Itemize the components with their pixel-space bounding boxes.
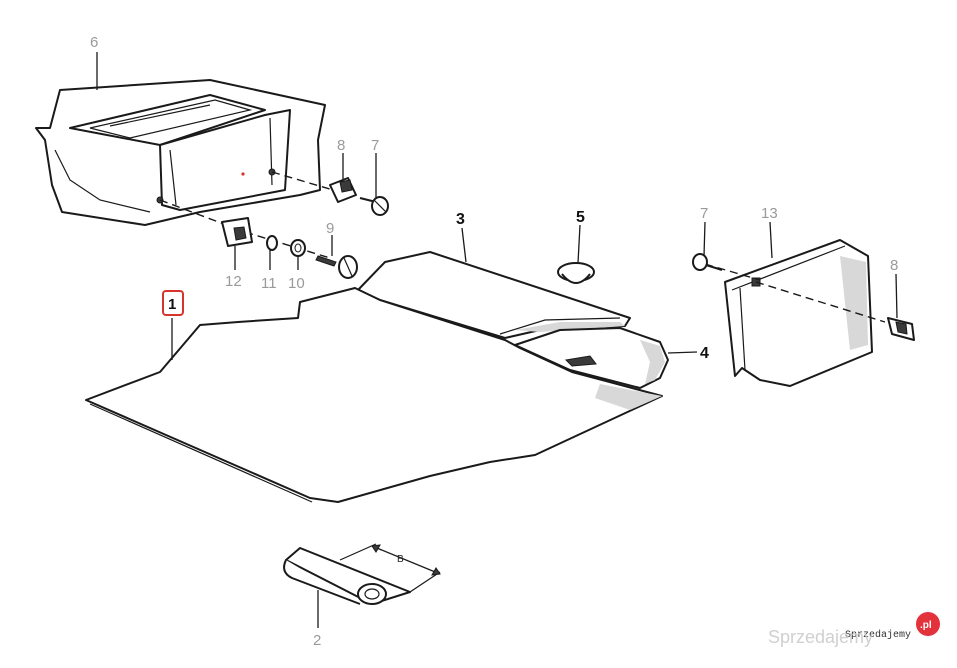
- label-12: 12: [225, 273, 242, 290]
- label-1: 1: [168, 296, 176, 313]
- floor-mat-main: [85, 287, 663, 503]
- leader-3: [461, 227, 467, 263]
- washer-small: [266, 235, 278, 251]
- leader-8b: [895, 273, 898, 319]
- label-8b: 8: [890, 257, 898, 274]
- dimension-label: B: [397, 554, 404, 565]
- spare-wheel-cover: [514, 327, 669, 389]
- label-6: 6: [90, 34, 98, 51]
- highlight-box-1: [162, 290, 184, 316]
- leader-7b: [703, 221, 706, 257]
- screw-upper: [359, 196, 389, 216]
- drawing-code: Sprzedajemy: [845, 629, 911, 641]
- label-8a: 8: [337, 137, 345, 154]
- leader-13: [769, 221, 773, 259]
- wing-bolt: [315, 255, 358, 279]
- leader-4: [667, 351, 698, 354]
- label-7a: 7: [371, 137, 379, 154]
- watermark-badge: .pl: [916, 612, 940, 636]
- assembly-line: [755, 281, 886, 323]
- clip-nut-upper: [329, 177, 357, 203]
- roll-material: [283, 543, 441, 605]
- label-3: 3: [456, 211, 465, 228]
- side-trim-box-right: [724, 239, 873, 387]
- watermark-badge-text: .pl: [920, 620, 932, 631]
- leader-5: [577, 224, 581, 264]
- label-5: 5: [576, 209, 585, 226]
- label-2: 2: [313, 632, 321, 649]
- side-trim-panel: [35, 79, 326, 226]
- assembly-line: [704, 263, 761, 281]
- spring-washer: [290, 239, 306, 257]
- label-11: 11: [261, 275, 277, 292]
- cover-plug: [557, 262, 595, 284]
- label-13: 13: [761, 205, 778, 222]
- label-9: 9: [326, 220, 334, 237]
- bracket-clip: [221, 217, 253, 247]
- label-7b: 7: [700, 205, 708, 222]
- watermark-text: Sprzedajemy: [768, 627, 873, 647]
- screw-right: [692, 253, 723, 271]
- label-10: 10: [288, 275, 305, 292]
- label-4: 4: [700, 345, 709, 362]
- clip-nut-right: [887, 317, 915, 341]
